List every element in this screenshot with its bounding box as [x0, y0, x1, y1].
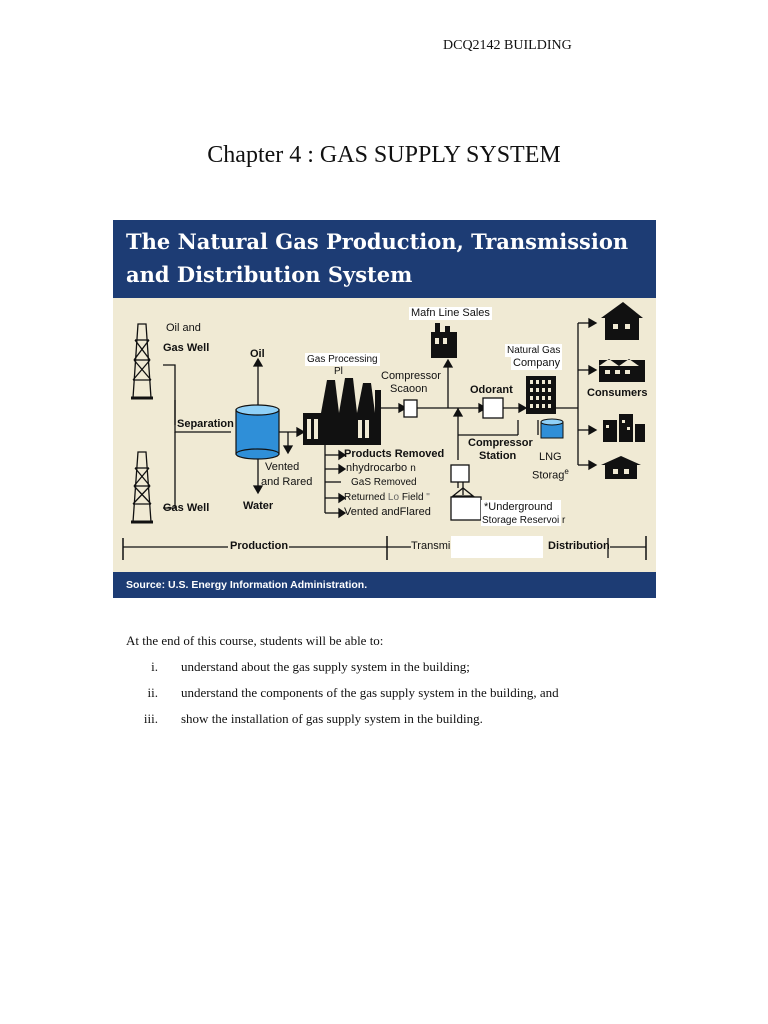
objective-number: iii. [143, 711, 158, 726]
gas-removed-label: GaS Removed [351, 477, 417, 488]
vented-label: Vented [265, 461, 300, 473]
products-removed-label: Products Removed [344, 448, 445, 460]
underground-storage-box-icon [450, 496, 482, 521]
consumer-icons [599, 302, 645, 479]
separator-tank-icon [235, 404, 280, 460]
house-small-icon [601, 456, 641, 479]
oil-well-derrick-icon [131, 323, 153, 400]
figure-source: Source: U.S. Energy Information Administ… [126, 579, 368, 591]
course-code-header: DCQ2142 BUILDING [443, 38, 572, 53]
odorant-label: Odorant [470, 384, 513, 396]
house-large-icon [601, 302, 643, 340]
hydrocarbon-label: nhydrocarbo n [346, 462, 416, 474]
factory-consumer-icon [599, 359, 645, 382]
figure-title-line2: and Distribution System [126, 262, 413, 287]
compressor-station-label-1: Compressor [468, 437, 533, 449]
objective-text: show the installation of gas supply syst… [181, 711, 483, 726]
and-rared-label: and Rared [261, 476, 313, 488]
figure-source-banner: Source: U.S. Energy Information Administ… [113, 572, 656, 598]
chapter-title: Chapter 4 : GAS SUPPLY SYSTEM [207, 142, 561, 168]
vented-flared-label: Vented andFlared [344, 506, 431, 518]
lng-storage-label: Storage [532, 467, 569, 482]
gas-processing-plant-label: Pl [334, 366, 343, 377]
company-label: Company [511, 357, 563, 370]
flow-diagram-graphics [122, 302, 647, 560]
compressor-box-icon [403, 399, 418, 418]
separation-label: Separation [177, 418, 234, 430]
distribution-label: Distribution [548, 540, 610, 552]
objective-text: understand about the gas supply system i… [181, 659, 470, 674]
gas-well-label-top: Gas Well [163, 342, 210, 354]
gas-processing-plant-icon [303, 378, 381, 445]
oil-and-label: Oil and [166, 322, 201, 334]
office-building-icon [526, 376, 556, 414]
objective-text: understand the components of the gas sup… [181, 685, 559, 700]
figure-title-line1: The Natural Gas Production, Transmission [126, 229, 629, 254]
compressor-station-name-label: Scaoon [390, 383, 428, 395]
storage-reservoir-label: Storage Reservoi r [482, 515, 566, 526]
transmission-label: Transmi [411, 540, 451, 552]
objectives-intro: At the end of this course, students will… [126, 633, 384, 648]
objective-number: i. [151, 659, 158, 674]
returned-to-field-label: Returned Lo Field " [344, 492, 430, 503]
figure-title-banner: The Natural Gas Production, Transmission… [113, 220, 656, 298]
natural-gas-label: Natural Gas [505, 344, 563, 357]
oil-label: Oil [250, 348, 265, 360]
underground-label: *Underground [484, 501, 553, 513]
production-label: Production [230, 540, 289, 552]
consumers-label: Consumers [587, 387, 648, 399]
odorant-box-icon [482, 397, 504, 419]
main-line-sales-label: Mafn Line Sales [409, 307, 492, 320]
natural-gas-system-diagram: The Natural Gas Production, Transmission… [113, 220, 656, 598]
office-consumer-icon [603, 414, 645, 442]
lng-tank-icon [540, 418, 564, 439]
compressor-station-label-2: Station [479, 450, 517, 462]
compressor-station-box-icon [450, 464, 470, 483]
transmission-label-bg [451, 536, 543, 558]
water-label: Water [243, 500, 274, 512]
gas-processing-label: Gas Processing [305, 353, 380, 366]
gas-well-derrick-icon [131, 451, 153, 524]
underground-label-bg [481, 500, 561, 526]
gas-well-label-bottom: Gas Well [163, 502, 210, 514]
objective-number: ii. [147, 685, 158, 700]
lng-label: LNG [539, 451, 562, 463]
factory-icon [431, 323, 457, 358]
compressor-label: Compressor [381, 370, 441, 382]
